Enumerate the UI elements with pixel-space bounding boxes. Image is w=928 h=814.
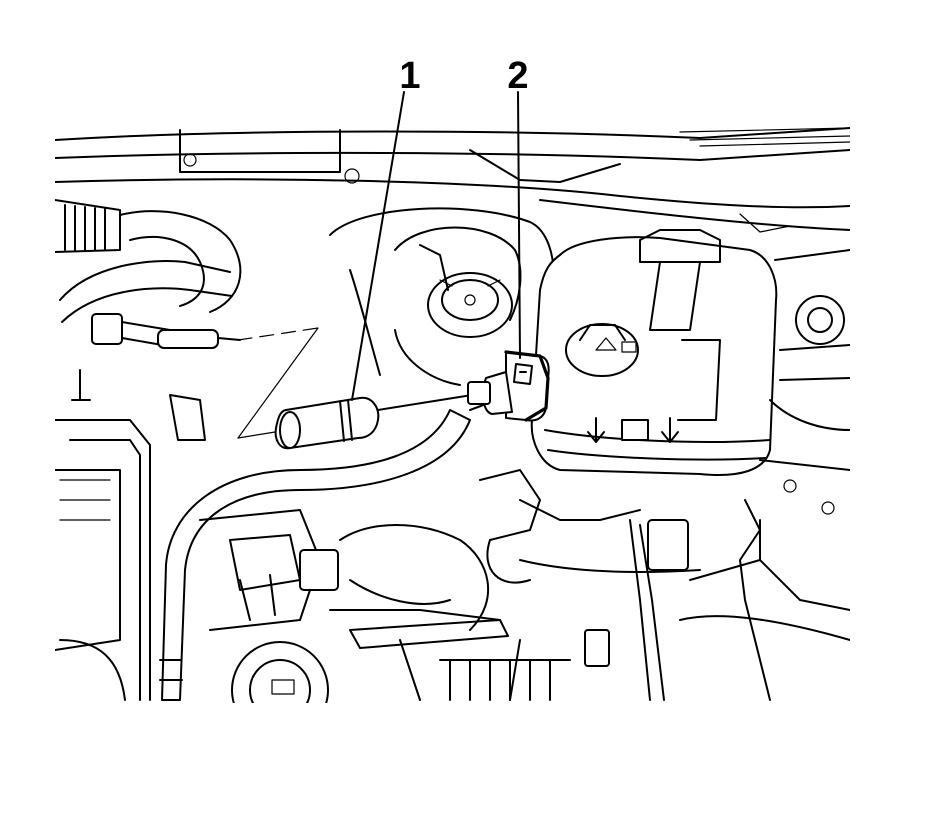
coolant-reservoir <box>530 229 778 476</box>
callout-labels: 1 2 <box>399 55 528 97</box>
callout-number-1: 1 <box>399 55 420 97</box>
hose-part <box>274 394 473 450</box>
leader-line-2 <box>517 91 521 359</box>
right-components <box>739 249 850 701</box>
engine-bay-artwork <box>55 127 850 703</box>
leader-line-1 <box>351 91 405 401</box>
callout-number-2: 2 <box>507 55 528 97</box>
cowl-panel <box>55 127 850 233</box>
connector-part <box>467 350 550 422</box>
callout-leaders <box>351 91 521 401</box>
lower-engine <box>199 469 850 703</box>
left-components <box>55 199 242 701</box>
